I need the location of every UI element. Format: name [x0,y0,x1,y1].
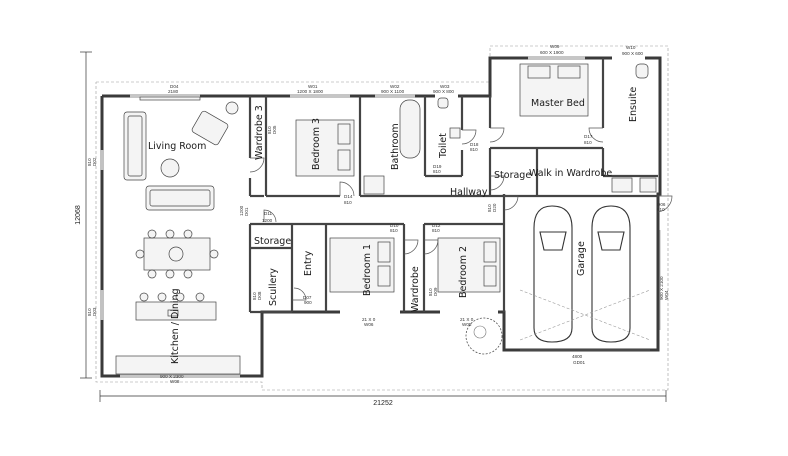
room-living: Living Room [148,141,206,152]
tag-d06: D06 [657,202,666,207]
tag-d18: D18 [470,142,479,147]
overall-width-label: 21252 [373,400,393,407]
tag-w10-size: 900 X 600 [622,51,643,56]
tag-d18-size: 810 [470,147,478,152]
tag-d02: D02 [92,157,97,166]
room-bedroom-2: Bedroom 2 [458,246,469,298]
tag-w05: W05 [462,322,472,327]
opening-tags: D04 2180 W01 1200 X 1800 W02 900 X 1100 … [87,44,669,384]
tag-d19-size: 810 [433,169,441,174]
tag-d08-size: 810 [252,292,257,300]
tag-d03: D03 [92,307,97,316]
tag-d12-size: 810 [432,228,440,233]
tag-w08-size: 900 X 2300 [160,374,184,379]
garage-cars [519,205,651,351]
tag-d20: D20 [492,203,497,212]
tag-w06-size: 21 X 0 [362,317,376,322]
tag-d11: D11 [264,211,273,216]
overall-depth-label: 12068 [75,205,82,225]
tag-w01: W01 [308,84,318,89]
overall-width-dimension: 21252 [99,390,667,407]
room-scullery: Scullery [268,268,279,306]
tag-d17-size: 810 [584,140,592,145]
overall-depth-dimension: 12068 [75,51,92,379]
room-garage: Garage [576,241,587,276]
tag-d04: D04 [170,84,179,89]
tag-w10: W10 [626,45,636,50]
room-storage-hall: Storage [494,170,531,181]
garage-door-width: 4800 [572,354,583,359]
beds [295,63,589,293]
tag-w03-size: 900 X 800 [433,89,454,94]
bath-fixtures [363,63,657,195]
room-kitchen-dining: Kitchen / Dining [170,288,181,364]
room-wardrobe-3: Wardrobe 3 [254,105,265,160]
tag-d14-size: 810 [344,200,352,205]
tag-d07-size: 900 [304,300,312,305]
tag-w01-size: 1200 X 1800 [297,89,324,94]
room-walk-in-wardrobe: Walk in Wardrobe [529,168,612,179]
tag-d07: D07 [303,295,312,300]
tag-d03-size: 810 [87,308,92,316]
interior-walls [248,58,658,314]
tag-d08: D08 [257,291,262,300]
tag-d12: D12 [432,223,441,228]
tag-w02: W02 [390,84,400,89]
kitchen-furniture [115,229,241,375]
room-bedroom-1: Bedroom 1 [362,244,373,296]
room-storage: Storage [254,236,291,247]
tag-d09-size: 810 [428,288,433,296]
tag-w04-size: 900 X 2100 [659,276,664,300]
tag-d01-size: 1200 [239,205,244,216]
tag-d20-size: 810 [487,204,492,212]
tag-w08: W08 [170,379,180,384]
tag-d14: D14 [344,194,353,199]
room-toilet: Toilet [438,133,449,159]
tag-w02-size: 900 X 1100 [381,89,405,94]
room-wardrobe: Wardrobe [410,266,421,312]
tag-d02-size: 810 [87,158,92,166]
tag-w03: W03 [440,84,450,89]
garage-door-code: GD01 [573,360,585,365]
shrub [465,317,503,355]
tag-d11-size: 1200 [262,218,273,223]
tag-d06-size: 810 [657,207,665,212]
tag-w04: W04 [664,290,669,300]
tag-w05-size: 21 X 0 [460,317,474,322]
tag-d09: D09 [433,287,438,296]
tag-w09-size: 600 X 1900 [540,50,564,55]
tag-d04-size: 2180 [168,89,179,94]
tag-d10: D10 [390,223,399,228]
tag-d10-size: 810 [390,228,398,233]
tag-d01: D01 [244,207,249,216]
living-furniture [123,96,239,211]
room-ensuite: Ensuite [628,87,639,122]
room-bathroom: Bathroom [390,123,401,170]
room-master-bed: Master Bed [531,98,585,109]
tag-w09: W09 [550,44,560,49]
exterior-wall [100,56,662,378]
tag-d05: D05 [272,125,277,134]
tag-d05-size: 810 [267,126,272,134]
windows [100,56,661,378]
room-bedroom-3: Bedroom 3 [311,118,322,170]
room-entry: Entry [303,250,314,276]
tag-w06: W06 [364,322,374,327]
tag-d17: D17 [584,134,593,139]
room-hallway: Hallway [450,187,488,198]
tag-d19: D19 [433,164,442,169]
